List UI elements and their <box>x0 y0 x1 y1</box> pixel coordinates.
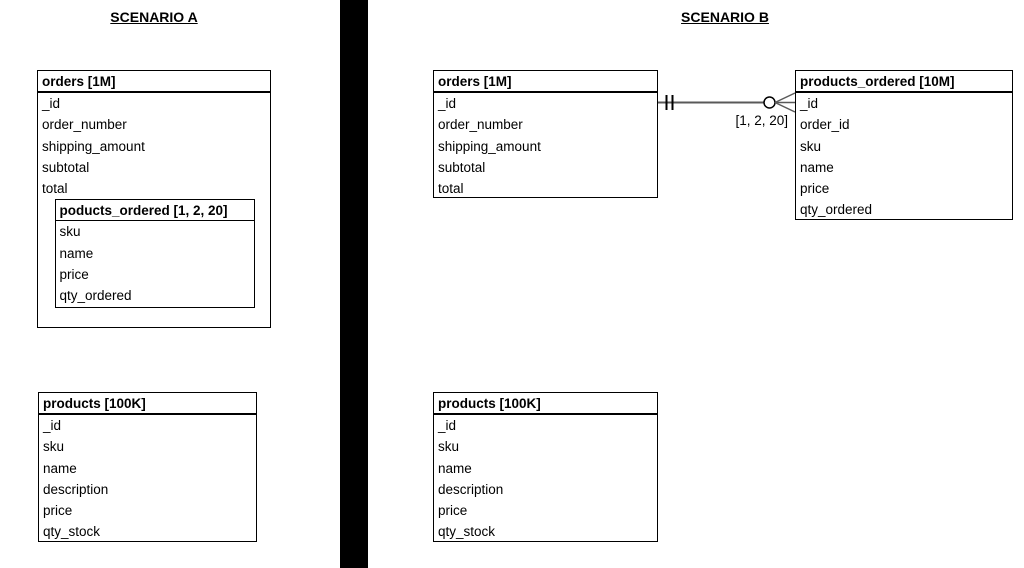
field-row: order_number <box>42 117 127 133</box>
one-and-only-one-icon <box>665 95 674 110</box>
field-row: shipping_amount <box>42 138 145 154</box>
field-row: price <box>59 267 89 283</box>
field-row: qty_stock <box>43 524 101 540</box>
field-row: qty_ordered <box>59 288 132 304</box>
field-row: _id <box>438 96 457 111</box>
entity-products-ordered-b: products_ordered [10M] _id order_id sku … <box>795 70 1013 220</box>
entity-orders-a-fields: _id order_number shipping_amount subtota… <box>38 93 270 199</box>
field-row: sku <box>59 224 81 240</box>
entity-products-b: products [100K] _id sku name description… <box>433 392 658 542</box>
field-row: _id <box>800 96 819 111</box>
entity-orders-b: orders [1M] _id order_number shipping_am… <box>433 70 658 198</box>
field-row: price <box>438 503 468 519</box>
entity-products-b-fields: _id sku name description price qty_stock <box>434 415 657 543</box>
entity-orders-a-header: orders [1M] <box>38 71 270 93</box>
entity-poducts-ordered-nested: poducts_ordered [1, 2, 20] sku name pric… <box>54 199 255 308</box>
field-row: order_id <box>800 117 850 133</box>
field-row: name <box>59 245 94 261</box>
field-row: qty_stock <box>438 524 496 540</box>
field-row: total <box>42 181 68 197</box>
field-row: description <box>43 481 109 497</box>
entity-orders-b-header: orders [1M] <box>434 71 657 93</box>
entity-products-a: products [100K] _id sku name description… <box>38 392 257 542</box>
field-row: _id <box>43 418 62 433</box>
scenario-b-title: SCENARIO B <box>681 9 769 25</box>
field-row: name <box>800 159 834 175</box>
scenario-a-title: SCENARIO A <box>110 9 198 25</box>
field-row: subtotal <box>438 159 486 175</box>
entity-products-b-header: products [100K] <box>434 393 657 415</box>
field-row: sku <box>800 138 822 154</box>
entity-products-a-fields: _id sku name description price qty_stock <box>39 415 256 543</box>
zero-circle-icon <box>763 96 776 109</box>
field-row: description <box>438 481 504 497</box>
field-row: _id <box>42 96 61 111</box>
field-row: sku <box>43 439 65 455</box>
field-row: order_number <box>438 117 523 133</box>
entity-orders-a: orders [1M] _id order_number shipping_am… <box>37 70 271 328</box>
entity-products-ordered-b-fields: _id order_id sku name price qty_ordered <box>796 93 1012 221</box>
field-row: name <box>43 460 77 476</box>
scenario-divider-bar <box>340 0 368 568</box>
entity-orders-b-fields: _id order_number shipping_amount subtota… <box>434 93 657 199</box>
field-row: _id <box>438 418 457 433</box>
field-row: sku <box>438 439 460 455</box>
field-row: price <box>800 181 830 197</box>
field-row: subtotal <box>42 159 90 175</box>
entity-poducts-ordered-nested-fields: sku name price qty_ordered <box>56 221 254 306</box>
relationship-cardinality-label: [1, 2, 20] <box>735 113 788 128</box>
field-row: shipping_amount <box>438 138 541 154</box>
field-row: price <box>43 503 73 519</box>
relationship-connector <box>658 92 796 113</box>
entity-products-ordered-b-header: products_ordered [10M] <box>796 71 1012 93</box>
field-row: qty_ordered <box>800 202 873 218</box>
field-row: total <box>438 181 464 197</box>
field-row: name <box>438 460 472 476</box>
entity-products-a-header: products [100K] <box>39 393 256 415</box>
crows-foot-icon <box>774 92 796 113</box>
entity-poducts-ordered-nested-header: poducts_ordered [1, 2, 20] <box>55 200 254 222</box>
